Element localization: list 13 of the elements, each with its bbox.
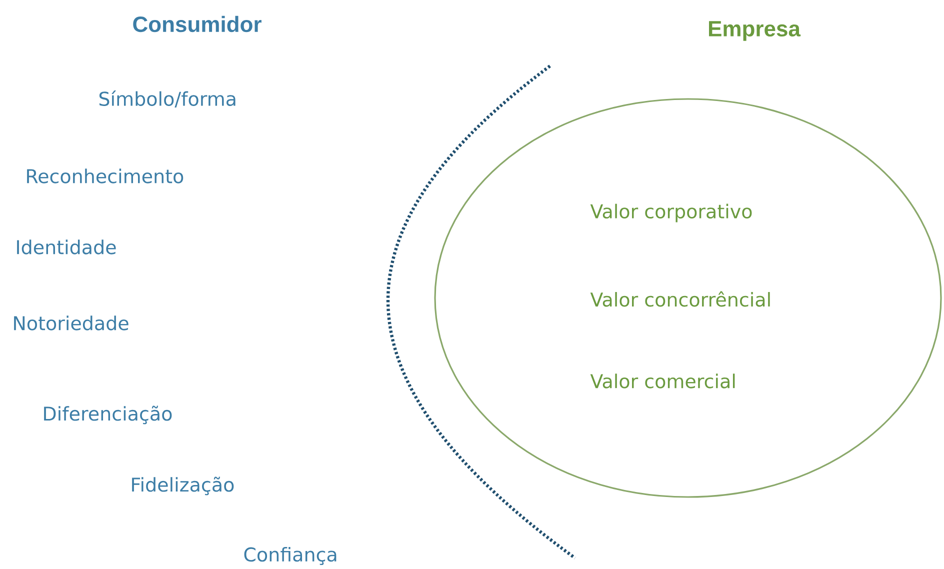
heading: Consumidor	[133, 16, 262, 32]
ellipse	[434, 21, 942, 498]
value-text: Valor corporativo	[590, 204, 752, 222]
value-text: Valor comercial	[590, 374, 735, 388]
attribute-label: Fidelização	[132, 476, 234, 496]
attribute-label: Símbolo/forma	[99, 90, 236, 108]
attribute-label: Reconhecimento	[27, 168, 184, 184]
attribute-label: Diferenciação	[44, 406, 172, 424]
heading: Empresa	[709, 21, 801, 41]
attribute-label: Confiança	[244, 546, 336, 566]
attribute-label: Notoriedade	[14, 316, 128, 330]
attribute-label: Identidade	[17, 240, 116, 254]
value-text: Valor concorrêncial	[590, 291, 770, 307]
